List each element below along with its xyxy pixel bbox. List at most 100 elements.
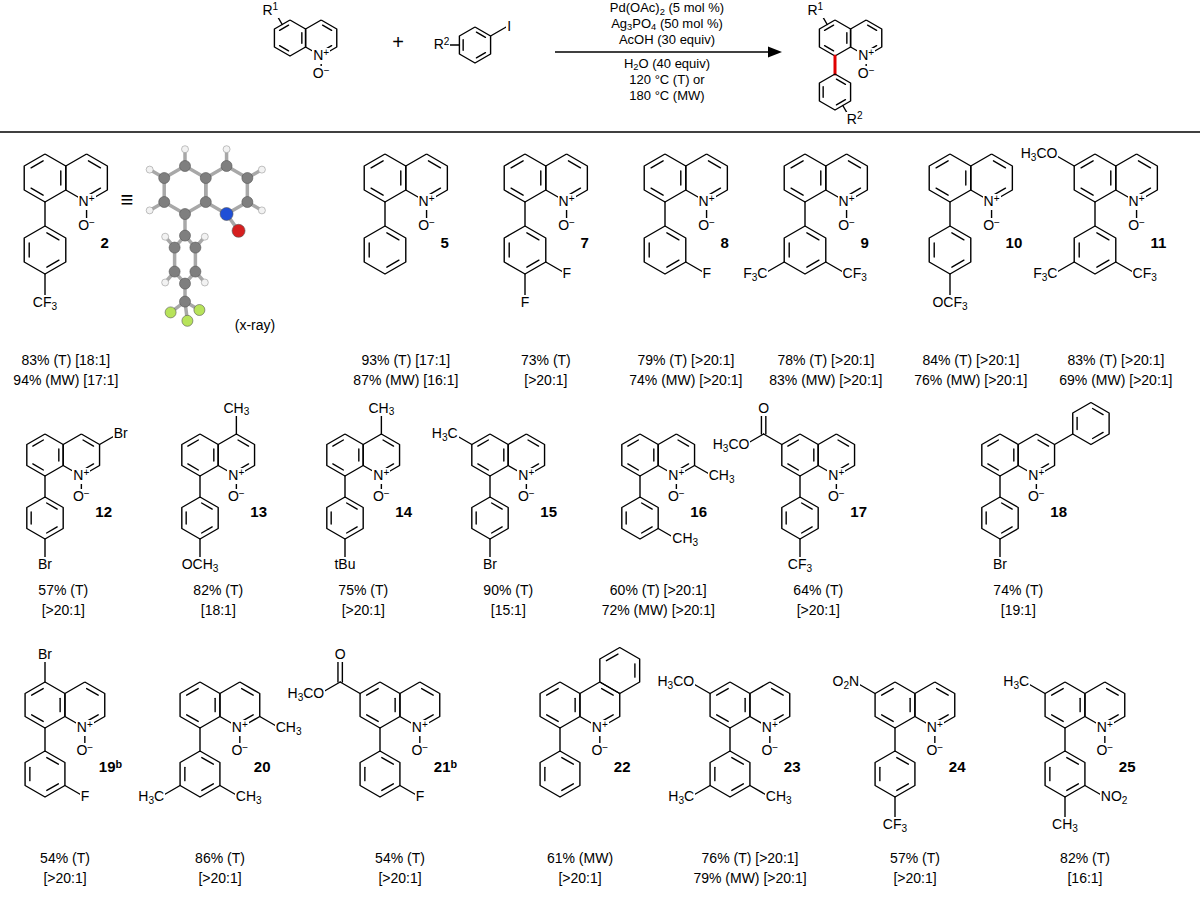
substituent-label: O2N (832, 674, 861, 689)
text-part: N (849, 673, 859, 689)
text-part: − (1039, 488, 1045, 499)
double-bond-line (330, 512, 331, 524)
text-part: + (1107, 719, 1113, 730)
substituent-label: tBu (333, 557, 356, 572)
text-part: 2 (444, 36, 450, 47)
text-part: 3 (678, 795, 684, 806)
double-bond-line (367, 715, 379, 722)
substituent-label: Br (113, 426, 129, 441)
xray-atom (182, 146, 189, 153)
iodine-label: I (506, 19, 512, 34)
ring-outline (622, 497, 658, 539)
yield-label: 73% (T) (521, 352, 571, 368)
double-bond-line (30, 512, 31, 524)
nitrogen-label: N+ (857, 48, 875, 63)
text-part: O (411, 742, 422, 758)
bond-line (344, 476, 345, 497)
text-part: C (757, 265, 767, 281)
double-bond-line (667, 260, 679, 267)
double-bond-line (1067, 758, 1079, 765)
text-part: H (668, 788, 678, 804)
reaction-arrow (555, 51, 770, 53)
substituent-label: Br (37, 647, 53, 662)
double-bond-line (422, 689, 434, 696)
text-part: O (833, 673, 844, 689)
text-part: 1 (818, 1, 824, 12)
nitrogen-label: N+ (227, 468, 245, 483)
double-bond-line (846, 33, 847, 43)
double-bond-line (31, 188, 43, 195)
double-bond-line (188, 464, 199, 470)
text-part: b (116, 758, 123, 770)
yield-label: 86% (T) (195, 850, 245, 866)
text-part: F (563, 265, 572, 281)
text-part: − (87, 742, 93, 753)
compound-number: 16 (690, 503, 707, 520)
ring-outline (622, 434, 658, 476)
double-bond-line (562, 784, 574, 791)
text-part: − (239, 488, 245, 499)
text-part: O (228, 488, 239, 504)
ring-outline (364, 154, 406, 202)
text-part: Ag (611, 16, 627, 31)
ring-outline (504, 226, 546, 274)
xray-atom (201, 279, 208, 286)
double-bond-line (358, 449, 359, 461)
bond-line (729, 728, 730, 751)
double-bond-line (83, 440, 94, 446)
reagent-label: AcOH (30 equiv) (619, 33, 715, 48)
nitrogen-label: N+ (667, 468, 685, 483)
text-part: + (1139, 193, 1145, 204)
yield-label: [18:1] (201, 602, 236, 618)
text-part: 7 (581, 234, 589, 251)
compound-number: 14 (395, 503, 412, 520)
xray-atom (194, 305, 205, 316)
double-bond-line (202, 784, 214, 791)
text-part: 2 (857, 110, 863, 121)
text-part: − (869, 65, 875, 76)
oxide-label: O− (857, 66, 876, 81)
text-part: O (668, 488, 679, 504)
double-bond-line (202, 527, 213, 533)
double-bond-line (32, 715, 44, 722)
double-bond-line (1052, 689, 1064, 696)
text-part: F (703, 265, 712, 281)
text-part: 3 (693, 537, 699, 548)
ring-outline (710, 682, 750, 728)
ring-outline (24, 154, 66, 202)
substituent-label: CH3 (765, 789, 793, 804)
note-label: (x-ray) (235, 317, 275, 333)
bond-line (379, 728, 380, 751)
text-part: R (807, 2, 817, 18)
ring-outline (929, 226, 971, 274)
text-part: CH (236, 788, 256, 804)
substituent-label: Br (37, 557, 53, 572)
ring-outline (182, 434, 218, 476)
double-bond-line (33, 464, 44, 470)
compound-number: 12 (95, 503, 112, 520)
xray-atom (201, 233, 208, 240)
substituent-label: CF3 (32, 295, 58, 310)
text-part: O (1128, 217, 1139, 233)
text-part: O (926, 742, 937, 758)
separator-rule (0, 131, 1200, 132)
substituent-label: H3CO (712, 437, 751, 452)
text-part: + (772, 719, 778, 730)
yield-label: 90% (T) (483, 582, 533, 598)
text-part: 3 (1042, 272, 1048, 283)
bond-line (804, 202, 805, 226)
text-part: tBu (334, 556, 355, 572)
text-part: 12 (95, 503, 112, 520)
text-part: + (83, 467, 89, 478)
xray-atom (165, 307, 176, 318)
substituent-label: Br (482, 557, 498, 572)
double-bond-line (653, 449, 654, 461)
xray-model (146, 146, 265, 327)
text-part: H (1003, 673, 1013, 689)
double-bond-line (187, 715, 199, 722)
oxide-label: O− (925, 743, 944, 758)
double-bond-line (1076, 417, 1077, 429)
double-bond-line (478, 440, 489, 446)
compound-number: 24 (949, 758, 966, 775)
text-part: − (384, 488, 390, 499)
